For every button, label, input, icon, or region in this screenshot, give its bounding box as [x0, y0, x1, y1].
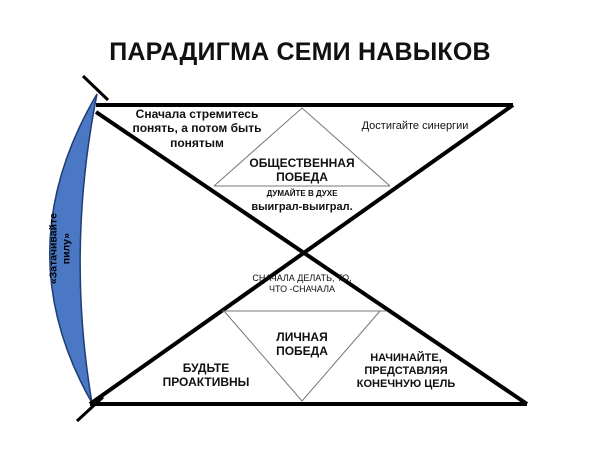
seek-first-understand-label: Сначала стремитесь понять, а потом быть …	[132, 107, 262, 150]
private-victory-label: ЛИЧНАЯ ПОБЕДА	[276, 330, 328, 359]
diagonal-right-top-to-left-bottom	[88, 103, 515, 406]
sharpen-saw-label: «Затачивайте пилу»	[47, 213, 72, 285]
think-win-win-prefix: ДУМАЙТЕ В ДУХЕ	[266, 189, 338, 198]
be-proactive-label: БУДЬТЕ ПРОАКТИВНЫ	[162, 361, 250, 390]
top-inner-triangle	[213, 107, 391, 187]
bottom-inner-triangle	[223, 310, 381, 402]
think-win-win-label: выиграл-выиграл.	[251, 201, 353, 213]
diagonal-left-top-to-right-bottom	[94, 110, 529, 406]
begin-with-end-label: НАЧИНАЙТЕ, ПРЕДСТАВЛЯЯ КОНЕЧНУЮ ЦЕЛЬ	[356, 352, 456, 391]
saw-top-tick	[81, 74, 110, 102]
public-victory-label: ОБЩЕСТВЕННАЯ ПОБЕДА	[249, 156, 355, 185]
diagram-title: ПАРАДИГМА СЕМИ НАВЫКОВ	[109, 38, 491, 66]
first-things-first-label: СНАЧАЛА ДЕЛАТЬ, ТО, ЧТО -СНАЧАЛА	[252, 273, 352, 294]
saw-bottom-tick	[75, 395, 105, 423]
synergize-label: Достигайте синергии	[361, 120, 469, 132]
